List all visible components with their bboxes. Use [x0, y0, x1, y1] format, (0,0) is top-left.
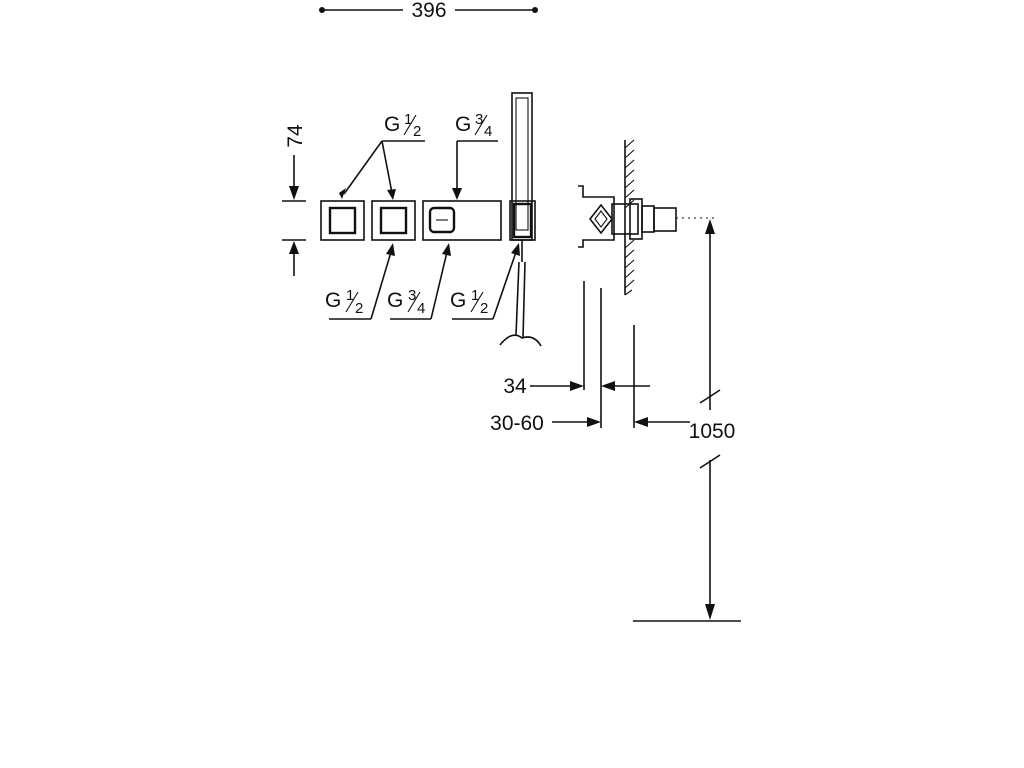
height-dim-lower-arrow: [289, 241, 299, 254]
leader-arrow: [442, 243, 451, 256]
mount-height-label: 1050: [689, 420, 736, 443]
conn-numerator: 3: [475, 111, 483, 128]
conn-fraction-slash: [474, 114, 488, 136]
conn-denominator: 4: [417, 300, 425, 317]
connection-label-bottom-3: G 1 2: [450, 243, 520, 320]
mount-arrow-bottom: [705, 604, 715, 620]
leader-line: [492, 251, 517, 320]
leader-line-a: [343, 140, 383, 195]
conn-prefix: G: [384, 113, 400, 136]
depth-fixed-arrow-right: [601, 381, 615, 391]
depth-dimensions: 34 30-60: [490, 281, 690, 435]
conn-fraction-slash: [345, 291, 359, 313]
height-dim-upper-arrow: [289, 186, 299, 200]
conn-numerator: 1: [404, 111, 412, 128]
valve-plate-1: [320, 200, 365, 241]
leader-line: [430, 251, 448, 320]
mount-break-upper: [699, 389, 721, 404]
conn-denominator: 4: [484, 123, 492, 140]
conn-numerator: 1: [471, 287, 479, 304]
conn-numerator: 3: [408, 287, 416, 304]
width-dimension: 396: [319, 0, 538, 22]
leader-arrow: [452, 188, 462, 200]
conn-prefix: G: [325, 289, 341, 312]
conn-numerator: 1: [346, 287, 354, 304]
leader-arrow: [511, 243, 520, 256]
valve-plate-3: [422, 200, 502, 241]
conn-prefix: G: [387, 289, 403, 312]
conn-denominator: 2: [413, 123, 421, 140]
width-dim-end-dot: [532, 7, 538, 13]
valve-plate-2: [371, 200, 416, 241]
mount-height-dimension: 1050: [633, 219, 741, 622]
wall: [624, 139, 635, 296]
mount-arrow-top: [705, 219, 715, 234]
leader-arrow: [386, 243, 395, 256]
leader-arrow-a: [339, 188, 346, 199]
front-view: [320, 92, 542, 347]
width-dim-label: 396: [411, 0, 446, 22]
connection-label-top-left: G 1 2: [339, 111, 425, 200]
leader-arrow-b: [387, 189, 396, 200]
conn-fraction-slash: [403, 114, 417, 136]
connection-label-bottom-1: G 1 2: [325, 243, 395, 320]
embedded-valve-body: [578, 185, 714, 248]
hand-shower: [499, 92, 542, 347]
connection-label-bottom-2: G 3 4: [387, 243, 451, 320]
conn-prefix: G: [455, 113, 471, 136]
conn-fraction-slash: [470, 291, 484, 313]
connection-label-top-right: G 3 4: [452, 111, 498, 200]
conn-fraction-slash: [407, 291, 421, 313]
conn-denominator: 2: [480, 300, 488, 317]
depth-range-arrow-right: [634, 417, 648, 427]
height-dim-label: 74: [284, 124, 307, 148]
conn-prefix: G: [450, 289, 466, 312]
leader-line-b: [381, 140, 393, 194]
depth-fixed-label: 34: [503, 375, 527, 398]
conn-denominator: 2: [355, 300, 363, 317]
side-view: [578, 139, 714, 296]
depth-range-label: 30-60: [490, 412, 544, 435]
height-dimension: 74: [282, 124, 307, 276]
leader-line: [370, 251, 392, 320]
depth-range-arrow-left: [587, 417, 601, 427]
depth-fixed-arrow-left: [570, 381, 584, 391]
